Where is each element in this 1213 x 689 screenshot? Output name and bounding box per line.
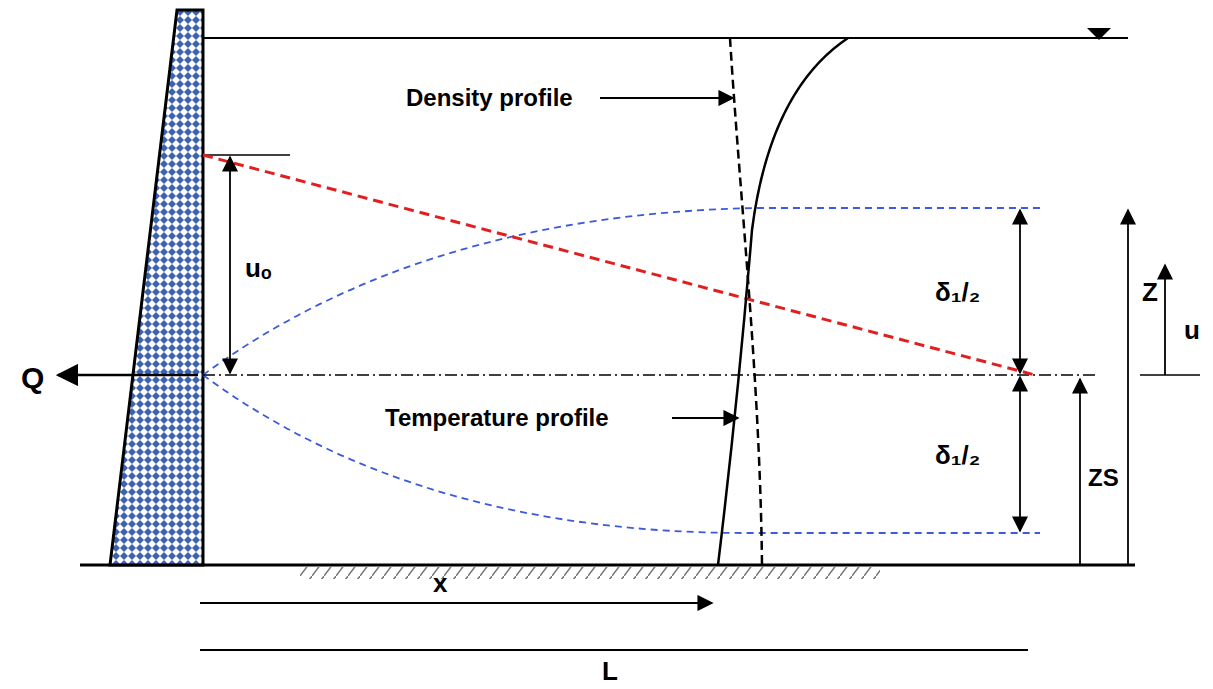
temperature-profile — [718, 38, 848, 565]
u-reference — [1140, 374, 1200, 376]
leader-arrow — [672, 417, 738, 419]
symbol-label: Z — [1142, 278, 1158, 307]
dimension-arrow — [229, 157, 231, 373]
reservoir-bed — [80, 564, 1135, 567]
dimension-arrow — [1127, 210, 1129, 565]
dimension-arrow — [200, 602, 712, 604]
dam-wall — [110, 10, 203, 565]
water-level-symbol — [1087, 28, 1111, 40]
outflow-arrow — [58, 374, 198, 377]
profile-label: Temperature profile — [382, 405, 612, 431]
symbol-label: x — [433, 569, 447, 598]
water-surface — [200, 37, 1128, 39]
symbol-label: u — [1184, 316, 1200, 345]
symbol-label: δ₁/₂ — [935, 441, 980, 470]
dimension-arrow — [1079, 379, 1081, 565]
length-line — [200, 649, 1028, 651]
outlet-axis — [203, 374, 1095, 376]
symbol-label: uₒ — [245, 254, 272, 283]
withdrawal-layer-top — [203, 208, 1040, 375]
symbol-label: δ₁/₂ — [935, 278, 980, 307]
dimension-arrow — [1019, 377, 1021, 531]
dimension-arrow — [1019, 210, 1021, 373]
withdrawal-layer-bottom — [203, 375, 1040, 533]
leader-arrow — [600, 97, 733, 99]
symbol-label: L — [602, 657, 618, 686]
velocity-line — [203, 155, 1035, 375]
velocity-reference — [203, 154, 290, 156]
dimension-arrow — [1164, 265, 1166, 375]
symbol-label: Q — [21, 361, 44, 394]
symbol-label: ZS — [1088, 465, 1119, 491]
profile-label: Density profile — [403, 85, 576, 111]
bed-hatching — [300, 567, 880, 579]
